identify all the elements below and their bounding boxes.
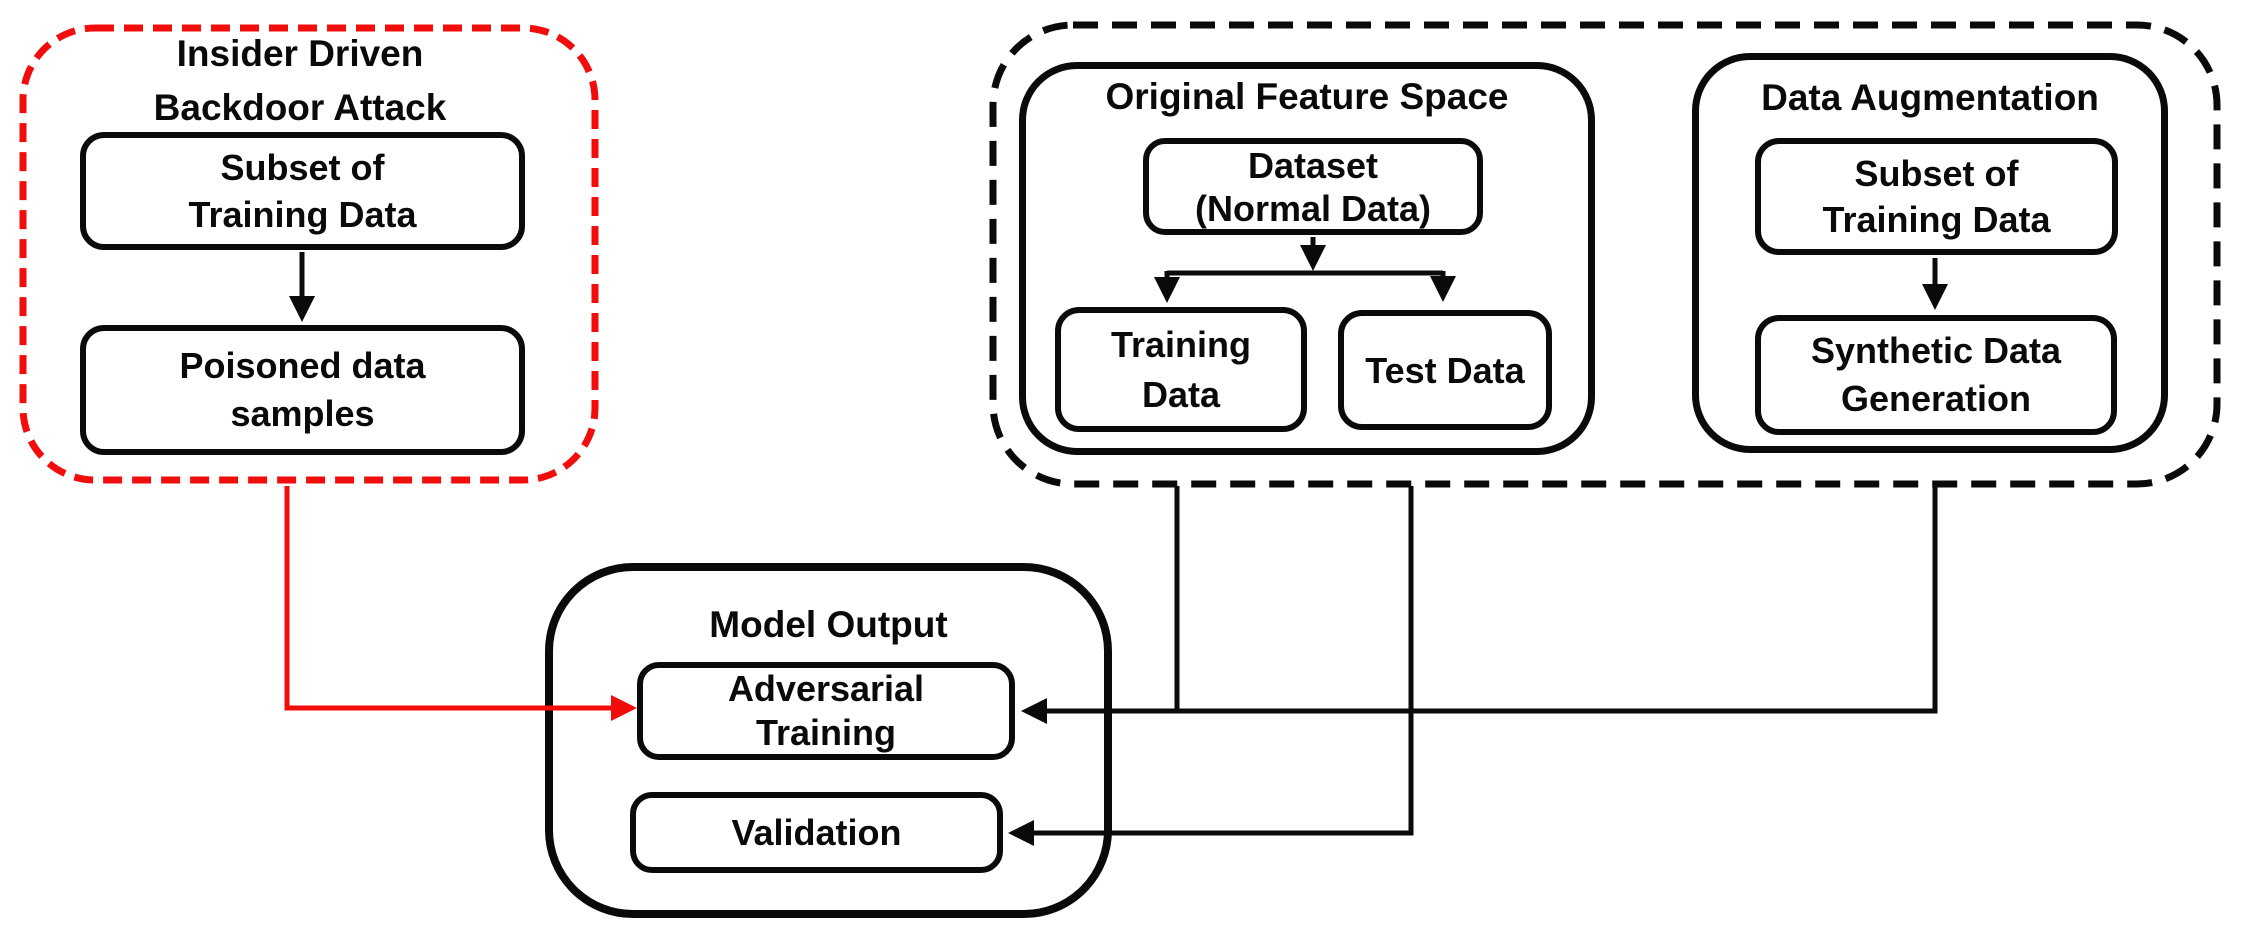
node-label-line: samples: [230, 393, 375, 434]
node-training-data: Training Data: [1055, 307, 1307, 432]
node-poisoned-data-samples: Poisoned data samples: [80, 325, 525, 455]
node-label-line: Poisoned data: [179, 345, 426, 386]
node-validation: Validation: [630, 792, 1003, 873]
node-label-line: Test Data: [1365, 349, 1525, 391]
node-subset-of-training-data-insider: Subset of Training Data: [80, 132, 525, 250]
node-test-data: Test Data: [1338, 310, 1552, 430]
node-label-line: (Normal Data): [1194, 187, 1432, 229]
arrowhead-subset-to-poisoned: [289, 296, 315, 322]
node-label-line: Training Data: [1822, 198, 2051, 240]
node-label-line: Subset of: [220, 147, 385, 188]
insider-group-title-line2: Backdoor Attack: [153, 87, 447, 128]
node-label-line: Data: [1141, 373, 1221, 415]
node-subset-of-training-data-augmentation: Subset of Training Data: [1755, 138, 2118, 255]
node-label-line: Generation: [1840, 378, 2032, 419]
node-label-line: Synthetic Data: [1810, 330, 2062, 371]
insider-group-title: Insider Driven Backdoor Attack: [40, 27, 560, 135]
node-label-line: Validation: [731, 812, 902, 853]
node-label-line: Training: [755, 712, 896, 753]
node-label-line: Training Data: [188, 194, 417, 235]
insider-group-title-line1: Insider Driven: [176, 33, 424, 74]
data-augmentation-title: Data Augmentation: [1761, 77, 2099, 118]
node-adversarial-training: Adversarial Training: [637, 662, 1015, 760]
original-feature-space-title: Original Feature Space: [1105, 76, 1509, 117]
node-label-line: Training: [1110, 323, 1251, 365]
model-output-title: Model Output: [709, 604, 948, 645]
node-label-line: Dataset: [1247, 144, 1379, 186]
node-label-line: Subset of: [1854, 152, 2019, 194]
wire-augmentation-to-adversarial: [1047, 486, 1938, 714]
node-dataset-normal-data: Dataset (Normal Data): [1143, 138, 1483, 235]
node-label-line: Adversarial: [727, 668, 925, 709]
node-synthetic-data-generation: Synthetic Data Generation: [1755, 315, 2117, 435]
